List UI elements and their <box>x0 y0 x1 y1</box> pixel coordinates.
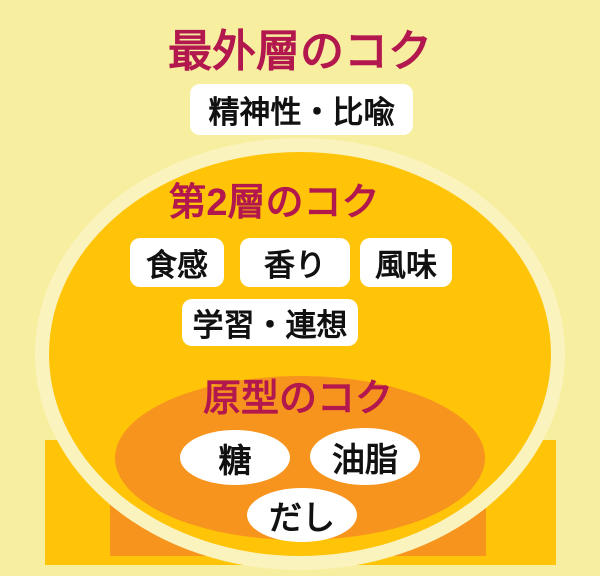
core-item-dashi: だし <box>247 488 357 542</box>
second-layer-chip-aroma: 香り <box>240 238 350 287</box>
second-layer-chip-learning: 学習・連想 <box>182 299 358 346</box>
core-title: 原型のコク <box>202 378 393 420</box>
second-layer-chip-flavor: 風味 <box>360 238 452 287</box>
outer-layer-tag: 精神性・比喩 <box>190 84 413 135</box>
outer-layer-title: 最外層のコク <box>168 27 432 76</box>
core-item-sugar: 糖 <box>180 430 290 485</box>
core-item-fat: 油脂 <box>310 428 420 485</box>
second-layer-title: 第2層のコク <box>168 182 380 224</box>
second-layer-chip-texture: 食感 <box>130 238 224 287</box>
